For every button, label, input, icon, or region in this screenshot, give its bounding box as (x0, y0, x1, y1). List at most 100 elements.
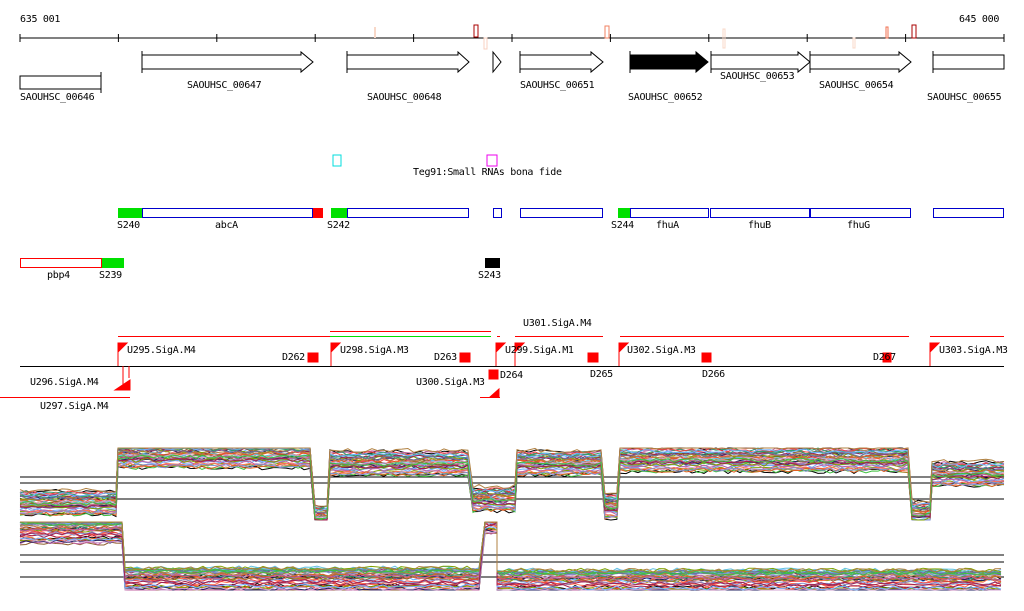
feature-S239[interactable] (102, 258, 124, 268)
gene-SAOUHSC_00648[interactable] (346, 50, 470, 74)
feature-label: pbp4 (47, 270, 70, 281)
feature-terminator[interactable] (313, 208, 323, 218)
feature-label: S240 (117, 220, 140, 231)
gene-label[interactable]: SAOUHSC_00647 (187, 80, 262, 91)
expression-profile-line (19, 521, 1002, 586)
probe-mark[interactable] (374, 27, 376, 38)
transcript-label[interactable]: U300.SigA.M3 (416, 377, 485, 388)
promoter-flag-icon[interactable] (488, 387, 500, 398)
probe-mark[interactable] (473, 24, 479, 38)
ruler-ticks (19, 34, 1005, 42)
feature-pbp4[interactable] (20, 258, 102, 268)
expression-profile-line (19, 521, 1002, 575)
expression-profile-line (19, 521, 1002, 576)
gene-SAOUHSC_00646[interactable] (19, 75, 102, 90)
terminator-box[interactable] (459, 352, 471, 363)
probe-mark[interactable] (852, 37, 856, 49)
feature-label: S243 (478, 270, 501, 281)
transcript-label[interactable]: D267 (873, 352, 896, 363)
gene-label[interactable]: SAOUHSC_00648 (367, 92, 442, 103)
promoter-flag-icon[interactable] (618, 342, 630, 366)
feature-box[interactable] (347, 208, 469, 218)
promoter-flag-icon[interactable] (495, 342, 507, 366)
promoter-flag-icon[interactable] (514, 342, 526, 366)
terminator-box[interactable] (307, 352, 319, 363)
probe-mark[interactable] (604, 25, 610, 39)
gene-SAOUHSC_00651[interactable] (519, 50, 604, 74)
feature-S243[interactable] (485, 258, 500, 268)
transcript-label[interactable]: U299.SigA.M1 (505, 345, 574, 356)
feature-fhuB[interactable] (710, 208, 810, 218)
feature-label: S242 (327, 220, 350, 231)
expression-profile-line (20, 521, 1002, 573)
transcript-label[interactable]: U295.SigA.M4 (127, 345, 196, 356)
gene-label[interactable]: SAOUHSC_00651 (520, 80, 595, 91)
gene-SAOUHSC_00647[interactable] (141, 50, 314, 74)
gene-label[interactable]: SAOUHSC_00653 (720, 71, 795, 82)
expression-profile-line (19, 457, 1005, 521)
terminator-box[interactable] (587, 352, 599, 363)
feature-label: S244 (611, 220, 634, 231)
terminator-box[interactable] (882, 352, 892, 363)
feature-label: fhuG (847, 220, 870, 231)
transcript-label[interactable]: U296.SigA.M4 (30, 377, 99, 388)
srna-box[interactable] (332, 154, 342, 167)
expression-profile-line (19, 523, 1002, 589)
expression-profile-line (20, 521, 1002, 574)
probe-mark[interactable] (911, 24, 917, 39)
expression-tracks (19, 447, 1005, 591)
transcript-spans (0, 331, 1004, 398)
feature-box[interactable] (933, 208, 1004, 218)
transcript-label[interactable]: U301.SigA.M4 (523, 318, 592, 329)
gene-label[interactable]: SAOUHSC_00655 (927, 92, 1002, 103)
gene-SAOUHSC_00654[interactable] (809, 50, 912, 74)
promoter-flag-icon[interactable] (113, 366, 131, 391)
transcript-label[interactable]: D266 (702, 369, 725, 380)
gene-small-arrow[interactable] (492, 50, 502, 74)
gene-SAOUHSC_00655[interactable] (932, 54, 1005, 70)
feature-abcA[interactable] (142, 208, 313, 218)
ruler-start-label: 635 001 (20, 14, 61, 25)
expression-profile-line (19, 521, 1002, 576)
expression-profile-line (20, 527, 1002, 591)
feature-box[interactable] (493, 208, 502, 218)
expression-profile-line (20, 521, 1001, 582)
gene-SAOUHSC_00653[interactable] (710, 50, 811, 74)
transcript-label[interactable]: D264 (500, 370, 523, 381)
expression-profile-line (20, 521, 1002, 573)
feature-S242[interactable] (331, 208, 347, 218)
feature-fhuA[interactable] (630, 208, 709, 218)
feature-fhuG[interactable] (810, 208, 911, 218)
gene-label[interactable]: SAOUHSC_00654 (819, 80, 894, 91)
gene-SAOUHSC_00652[interactable] (629, 50, 709, 74)
expression-profile-line (20, 521, 1002, 575)
transcript-label[interactable]: U302.SigA.M3 (627, 345, 696, 356)
gene-label[interactable]: SAOUHSC_00646 (20, 92, 95, 103)
srna-box-teg91[interactable] (486, 154, 498, 167)
feature-S240[interactable] (118, 208, 142, 218)
expression-profile-line (19, 521, 1002, 577)
promoter-flag-icon[interactable] (929, 342, 941, 366)
promoter-flag-icon[interactable] (330, 342, 342, 366)
probe-mark[interactable] (483, 37, 488, 50)
transcript-label[interactable]: D265 (590, 369, 613, 380)
transcript-label[interactable]: U303.SigA.M3 (939, 345, 1008, 356)
promoter-flag-icon[interactable] (117, 342, 129, 366)
ruler-end-label: 645 000 (959, 14, 1000, 25)
transcript-label[interactable]: U297.SigA.M4 (40, 401, 109, 412)
transcript-label[interactable]: D263 (434, 352, 457, 363)
transcript-label[interactable]: U298.SigA.M3 (340, 345, 409, 356)
transcript-label[interactable]: D262 (282, 352, 305, 363)
expression-profile-line (19, 454, 1005, 521)
feature-label: abcA (215, 220, 238, 231)
terminator-box[interactable] (488, 369, 499, 380)
terminator-box[interactable] (701, 352, 712, 363)
feature-label: fhuB (748, 220, 771, 231)
gene-label[interactable]: SAOUHSC_00652 (628, 92, 703, 103)
probe-mark[interactable] (885, 26, 889, 39)
feature-box[interactable] (520, 208, 603, 218)
probe-mark[interactable] (722, 28, 726, 49)
expression-profile-line (20, 521, 1002, 575)
feature-S244[interactable] (618, 208, 630, 218)
